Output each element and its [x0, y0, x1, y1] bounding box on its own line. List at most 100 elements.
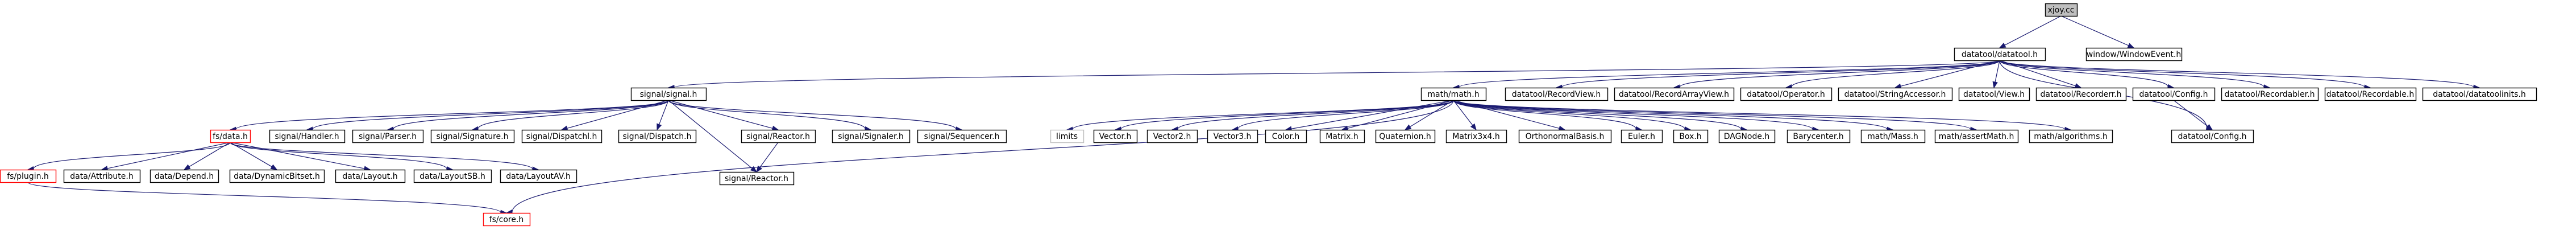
- node-box: [149, 169, 219, 183]
- node-colorh[interactable]: Color.h: [1265, 129, 1307, 143]
- node-label: signal/Signaler.h: [838, 132, 904, 141]
- node-box: [210, 129, 251, 143]
- node-recordabler[interactable]: datatool/Recordabler.h: [2221, 87, 2319, 101]
- node-signalerh[interactable]: signal/Signaler.h: [832, 129, 911, 143]
- node-label: Vector3.h: [1214, 132, 1252, 141]
- edge-line: [1453, 100, 1685, 130]
- node-stringaccessor[interactable]: datatool/StringAccessor.h: [1838, 87, 1953, 101]
- node-box: [1954, 47, 2046, 61]
- node-handlerh[interactable]: signal/Handler.h: [269, 129, 346, 143]
- node-mathmassh[interactable]: math/Mass.h: [1860, 129, 1926, 143]
- node-reactorh[interactable]: signal/Reactor.h: [741, 129, 816, 143]
- edge-xjoy-windowevent: [2060, 15, 2135, 48]
- node-box: [1860, 129, 1926, 143]
- node-box: [1319, 129, 1365, 143]
- node-windowevent[interactable]: window/WindowEvent.h: [2085, 47, 2183, 61]
- node-recordarrayview[interactable]: datatool/RecordArrayView.h: [1614, 87, 1735, 101]
- node-dagnodeh[interactable]: DAGNode.h: [1718, 129, 1776, 143]
- node-layoutsbh[interactable]: data/LayoutSB.h: [413, 169, 492, 183]
- edge-line: [1072, 100, 1454, 130]
- node-signal[interactable]: signal/signal.h: [630, 87, 707, 101]
- node-box: [1146, 129, 1198, 143]
- edge-line: [189, 142, 231, 167]
- node-orthobasish[interactable]: OrthonormalBasis.h: [1518, 129, 1612, 143]
- node-box: [2045, 3, 2078, 17]
- node-dynbitseth[interactable]: data/DynamicBitset.h: [229, 169, 325, 183]
- node-box: [1445, 129, 1507, 143]
- edge-mathmath-matrixh: [1341, 100, 1454, 131]
- edge-signal-parserh: [387, 100, 669, 132]
- node-label: datatool/Config.h: [2139, 90, 2208, 99]
- node-datatoolinits[interactable]: datatool/datatoolinits.h: [2422, 87, 2537, 101]
- node-fscore[interactable]: fs/core.h: [483, 212, 531, 227]
- node-box: [1518, 129, 1612, 143]
- node-operator[interactable]: datatool/Operator.h: [1740, 87, 1833, 101]
- node-label: window/WindowEvent.h: [2087, 50, 2181, 59]
- edge-mathmath-algorithmsh: [1453, 100, 2072, 133]
- edge-line: [512, 100, 1454, 212]
- node-box: [229, 169, 325, 183]
- node-box: [0, 169, 57, 183]
- node-limits[interactable]: limits: [1050, 129, 1085, 143]
- node-matrix3x4h[interactable]: Matrix3x4.h: [1445, 129, 1507, 143]
- node-mathmath[interactable]: math/math.h: [1420, 87, 1487, 101]
- node-dispatchh[interactable]: signal/Dispatch.h: [618, 129, 697, 143]
- node-recordable[interactable]: datatool/Recordable.h: [2324, 87, 2417, 101]
- node-view[interactable]: datatool/View.h: [1958, 87, 2030, 101]
- node-label: signal/Parser.h: [359, 132, 417, 141]
- node-box: [630, 87, 707, 101]
- node-eulerh[interactable]: Euler.h: [1621, 129, 1663, 143]
- node-dispatchlh[interactable]: signal/Dispatchl.h: [521, 129, 603, 143]
- node-algorithmsh[interactable]: math/algorithms.h: [2029, 129, 2113, 143]
- node-assertmathh[interactable]: math/assertMath.h: [1934, 129, 2019, 143]
- node-attributeh[interactable]: data/Attribute.h: [63, 169, 141, 183]
- edge-line: [1120, 100, 1454, 130]
- node-recorderr[interactable]: datatool/Recorderr.h: [2035, 87, 2127, 101]
- node-label: signal/Sequencer.h: [924, 132, 1000, 141]
- node-xjoy[interactable]: xjoy.cc: [2045, 3, 2078, 17]
- node-label: DAGNode.h: [1724, 132, 1770, 141]
- node-parserh[interactable]: signal/Parser.h: [352, 129, 424, 143]
- node-reactorh2[interactable]: signal/Reactor.h: [719, 171, 795, 186]
- edge-line: [1791, 60, 2000, 88]
- node-fsdata[interactable]: fs/data.h: [210, 129, 251, 143]
- node-box: [1934, 129, 2019, 143]
- node-confighh[interactable]: datatool/Config.h: [2132, 87, 2216, 101]
- node-box: [1786, 129, 1851, 143]
- node-label: math/Mass.h: [1867, 132, 1918, 141]
- node-box: [1614, 87, 1735, 101]
- node-label: datatool/StringAccessor.h: [1844, 90, 1946, 99]
- node-datatool[interactable]: datatool/datatool.h: [1954, 47, 2046, 61]
- edge-line: [1999, 60, 2474, 88]
- node-recordview[interactable]: datatool/RecordView.h: [1505, 87, 1609, 101]
- node-layouth[interactable]: data/Layout.h: [335, 169, 406, 183]
- node-sequencerh[interactable]: signal/Sequencer.h: [917, 129, 1007, 143]
- edge-fsdata-dynbitseth: [230, 142, 278, 170]
- edge-line: [1995, 60, 2000, 83]
- node-quaternionh[interactable]: Quaternion.h: [1375, 129, 1436, 143]
- node-dependh[interactable]: data/Depend.h: [149, 169, 219, 183]
- node-vector2h[interactable]: Vector2.h: [1146, 129, 1198, 143]
- node-label: Barycenter.h: [1793, 132, 1843, 141]
- node-label: datatool/Operator.h: [1747, 90, 1825, 99]
- node-vector3h[interactable]: Vector3.h: [1207, 129, 1258, 143]
- edge-line: [1347, 100, 1454, 129]
- edge-line: [1561, 60, 2000, 88]
- node-signatureh[interactable]: signal/Signature.h: [430, 129, 515, 143]
- node-label: math/assertMath.h: [1939, 132, 2014, 141]
- node-barycenterh[interactable]: Barycenter.h: [1786, 129, 1851, 143]
- node-layoutavh[interactable]: data/LayoutAV.h: [500, 169, 577, 183]
- edge-line: [27, 182, 501, 213]
- edge-line: [1679, 60, 2000, 88]
- node-label: datatool/datatool.h: [1962, 50, 2038, 59]
- edge-fsdata-layoutavh: [230, 142, 539, 172]
- edge-xjoy-datatool: [1999, 15, 2062, 48]
- node-label: datatool/RecordView.h: [1512, 90, 1601, 99]
- node-vectorh[interactable]: Vector.h: [1093, 129, 1138, 143]
- node-configh2[interactable]: datatool/Config.h: [2171, 129, 2254, 143]
- node-fsplugin[interactable]: fs/plugin.h: [0, 169, 57, 183]
- edges-layer: [27, 15, 2481, 216]
- node-matrixh[interactable]: Matrix.h: [1319, 129, 1365, 143]
- node-boxh[interactable]: Box.h: [1673, 129, 1709, 143]
- edge-fsplugin-fscore: [27, 182, 508, 216]
